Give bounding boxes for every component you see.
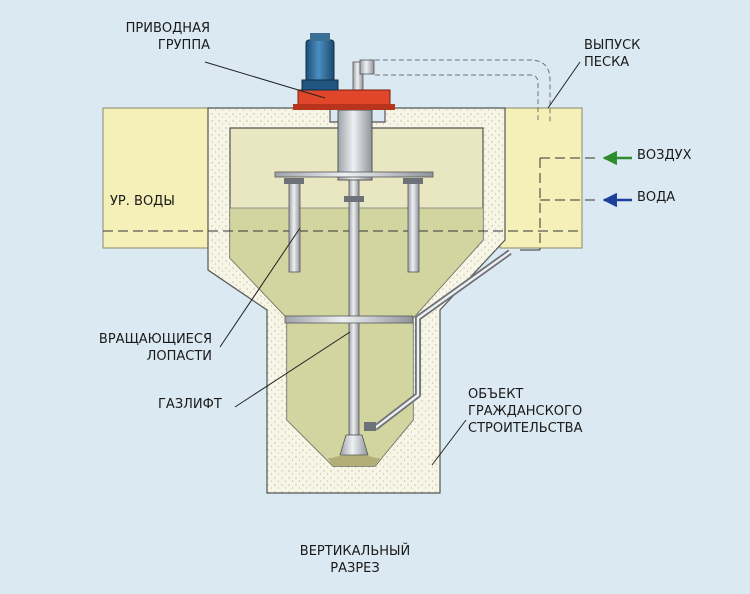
rotating-blades bbox=[274, 171, 434, 324]
leader-civil-structure bbox=[431, 419, 467, 466]
label-rotating-blades: ВРАЩАЮЩИЕСЯ ЛОПАСТИ bbox=[98, 332, 212, 364]
inlet-pipe bbox=[364, 249, 512, 431]
label-gaslift: ГАЗЛИФТ bbox=[158, 397, 222, 412]
ground bbox=[102, 107, 583, 249]
inlet-ducts bbox=[520, 157, 596, 251]
label-vertical-section: ВЕРТИКАЛЬНЫЙ РАЗРЕЗ bbox=[299, 544, 411, 576]
label-air: ВОЗДУХ bbox=[637, 148, 692, 163]
label-drive-group: ПРИВОДНАЯ ГРУППА bbox=[125, 21, 210, 53]
leader-gaslift bbox=[234, 331, 351, 408]
label-water-level: УР. ВОДЫ bbox=[110, 194, 175, 209]
central-shaft bbox=[337, 109, 373, 456]
label-civil-structure: ОБЪЕКТ ГРАЖДАНСКОГО СТРОИТЕЛЬСТВА bbox=[468, 387, 583, 436]
sand-outlet-pipe bbox=[352, 59, 551, 122]
leader-drive-group bbox=[204, 61, 326, 99]
label-sand-outlet: ВЫПУСК ПЕСКА bbox=[584, 38, 641, 70]
leader-rotating-blades bbox=[219, 227, 301, 348]
drive-group bbox=[293, 33, 395, 110]
label-water: ВОДА bbox=[637, 190, 676, 205]
leader-sand-outlet bbox=[547, 61, 581, 109]
leader-lines bbox=[204, 61, 581, 466]
